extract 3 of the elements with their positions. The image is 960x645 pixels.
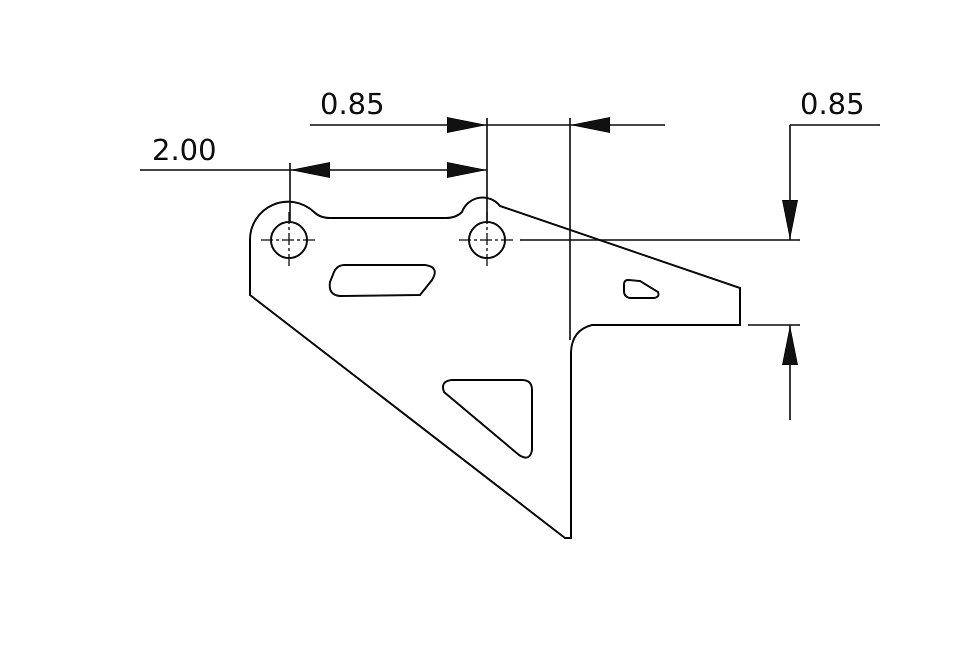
dimension-value: 2.00 [152,136,217,165]
dimension-value: 0.85 [320,90,385,119]
dimension-value: 0.85 [800,90,865,119]
